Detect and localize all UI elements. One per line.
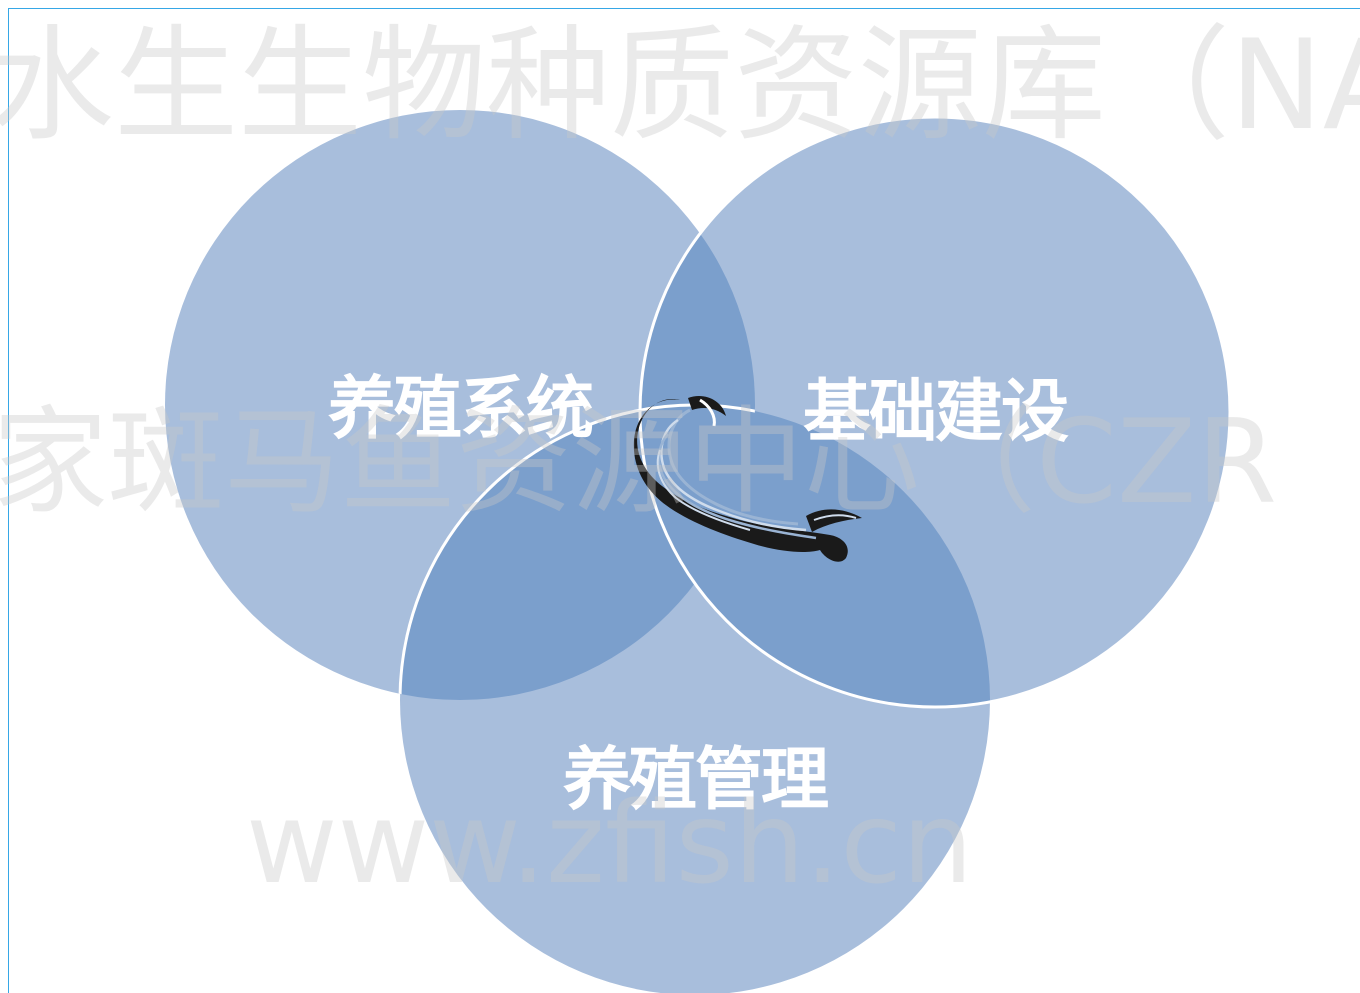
page-frame <box>8 8 1360 993</box>
circle-infrastructure-outline <box>638 115 1232 709</box>
label-aquaculture-system: 养殖系统 <box>328 370 593 449</box>
overlap-a-c <box>400 405 755 700</box>
label-infrastructure: 基础建设 <box>803 373 1069 452</box>
label-aquaculture-management: 养殖管理 <box>563 741 828 820</box>
fish-logo-icon <box>633 396 862 562</box>
